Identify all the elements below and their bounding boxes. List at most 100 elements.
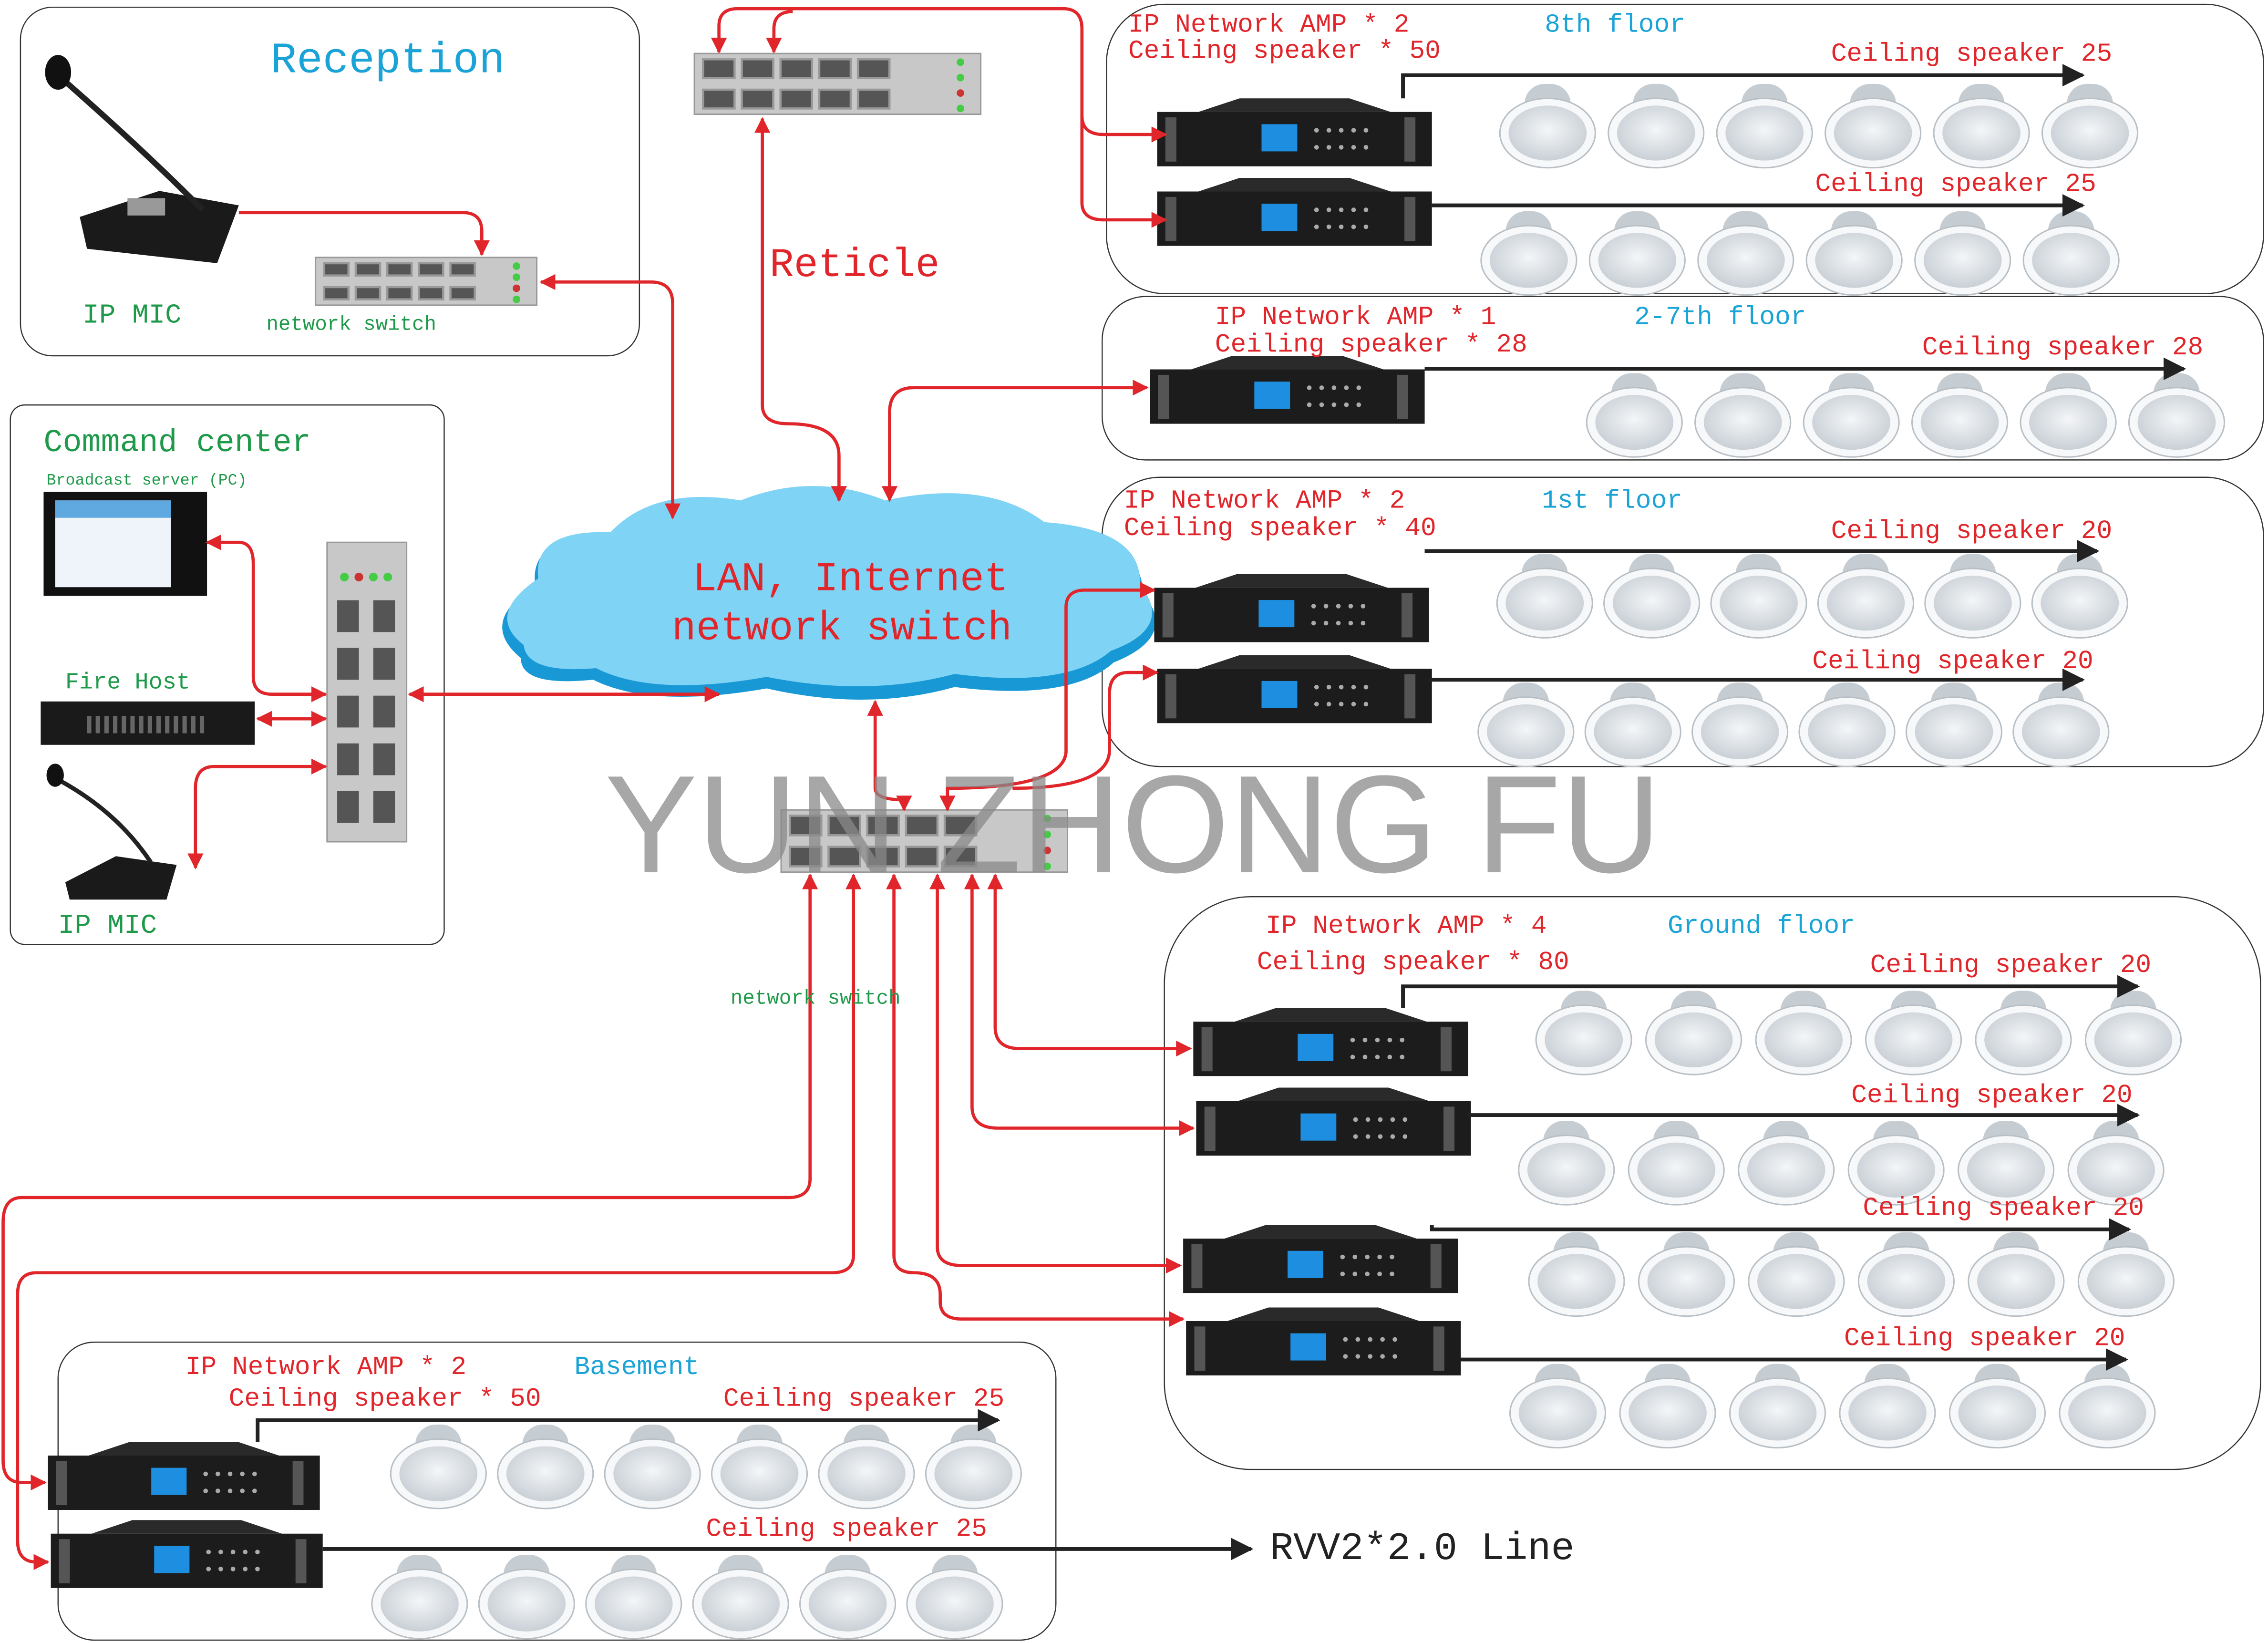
ip-microphone-icon [45, 55, 239, 263]
amp-display [151, 1467, 187, 1495]
floor-label: Ground floor [1668, 912, 1855, 941]
speaker-count-label: Ceiling speaker * 80 [1257, 948, 1569, 977]
speaker-row-label: Ceiling speaker 20 [1812, 647, 2093, 676]
speaker-count-label: Ceiling speaker * 50 [1128, 37, 1441, 66]
reception-switch-label: network switch [266, 313, 436, 336]
ceiling-speaker-icon [1798, 682, 1896, 767]
ceiling-speaker-icon [1803, 373, 1900, 458]
ceiling-speaker-icon [2041, 83, 2139, 169]
cloud-label-line2: network switch [672, 606, 1012, 651]
reticle-network-switch [693, 52, 982, 115]
amp-display [1258, 600, 1295, 628]
ceiling-speaker-icon [1710, 554, 1807, 639]
ceiling-speaker-icon [1905, 682, 2003, 767]
amp-count-label: IP Network AMP * 2 [1128, 11, 1410, 40]
ceiling-speaker-icon [799, 1555, 897, 1640]
network-connection [939, 582, 1156, 812]
ceiling-speaker-icon [1958, 1121, 2055, 1206]
ceiling-speaker-icon [1528, 1232, 1625, 1317]
ceiling-speaker-icon [1619, 1364, 1716, 1449]
ceiling-speaker-icon [2077, 1232, 2175, 1317]
amp-display [1254, 382, 1290, 409]
ceiling-speaker-icon [1588, 211, 1686, 296]
ceiling-speaker-icon [1477, 682, 1575, 767]
ceiling-speaker-icon [2020, 373, 2117, 458]
ceiling-speaker-icon [1729, 1364, 1826, 1449]
speaker-line [1401, 64, 2085, 99]
amp-display [154, 1546, 190, 1573]
network-connection [929, 873, 1182, 1274]
ceiling-speaker-icon [1805, 211, 1903, 296]
speaker-count-label: Ceiling speaker * 40 [1124, 514, 1436, 543]
ceiling-speaker-icon [1694, 373, 1792, 458]
amp-count-label: IP Network AMP * 2 [1124, 486, 1405, 516]
speaker-count-label: Ceiling speaker * 50 [229, 1385, 541, 1414]
ceiling-speaker-icon [906, 1555, 1003, 1640]
amp-display [1261, 124, 1298, 152]
central-switch-label: network switch [731, 987, 901, 1010]
ceiling-speaker-icon [1535, 991, 1632, 1075]
ip-network-amplifier [1157, 655, 1432, 723]
cloud-label-line1: LAN, Internet [692, 557, 1008, 602]
speaker-row-label: Ceiling speaker 28 [1922, 333, 2204, 362]
ip-network-amplifier [1186, 1307, 1461, 1375]
ip-network-amplifier [1196, 1087, 1471, 1156]
broadcast-server-label: Broadcast server (PC) [47, 472, 247, 490]
ceiling-speaker-icon [1603, 554, 1701, 639]
network-connection [187, 758, 328, 869]
ceiling-speaker-icon [1480, 211, 1577, 296]
fire-host-icon [41, 701, 255, 745]
network-connection [16, 873, 862, 1570]
floor-label: 2-7th floor [1634, 303, 1806, 332]
ip-network-amplifier [1157, 98, 1432, 166]
ceiling-speaker-icon [1975, 991, 2072, 1075]
network-connection [1080, 115, 1168, 228]
ceiling-speaker-icon [1948, 1364, 2046, 1449]
ceiling-speaker-icon [2128, 373, 2226, 458]
amp-count-label: IP Network AMP * 4 [1266, 912, 1547, 941]
reception-network-switch [315, 257, 538, 306]
command-network-switch [326, 541, 408, 843]
speaker-line [1401, 975, 2140, 1008]
amp-display [1298, 1033, 1334, 1061]
ceiling-speaker-icon [2031, 554, 2128, 639]
speaker-row-label: Ceiling speaker 25 [1831, 40, 2113, 69]
amp-display [1300, 1113, 1337, 1141]
ceiling-speaker-icon [1914, 211, 2011, 296]
central-network-switch [780, 809, 1069, 873]
reception-mic-label: IP MIC [82, 300, 181, 331]
ceiling-speaker-icon [1509, 1364, 1607, 1449]
reticle-label: Reticle [770, 243, 940, 289]
ceiling-speaker-icon [1968, 1232, 2065, 1317]
speaker-row-label: Ceiling speaker 20 [1844, 1324, 2125, 1353]
amp-display [1290, 1333, 1327, 1361]
ceiling-speaker-icon [2067, 1121, 2165, 1206]
ip-network-amplifier [1154, 574, 1429, 642]
ceiling-speaker-icon [1924, 554, 2021, 639]
network-connection [1012, 664, 1159, 790]
fire-host-label: Fire Host [65, 670, 190, 696]
command-mic-label: IP MIC [58, 910, 157, 941]
broadcast-server-pc-icon [43, 492, 207, 596]
network-connection [238, 211, 490, 257]
ip-network-amplifier [1183, 1225, 1458, 1293]
ceiling-speaker-icon [1584, 682, 1681, 767]
speaker-row-label: Ceiling speaker 20 [1870, 951, 2152, 980]
ip-network-amplifier [1193, 1008, 1468, 1076]
ceiling-speaker-icon [1697, 211, 1794, 296]
network-connection [881, 380, 1149, 502]
floor-label: 8th floor [1545, 11, 1685, 40]
ceiling-speaker-icon [1847, 1121, 1945, 1206]
ceiling-speaker-icon [1839, 1364, 1936, 1449]
network-connection [766, 10, 793, 54]
ceiling-speaker-icon [1933, 83, 2030, 169]
ceiling-speaker-icon [1496, 554, 1593, 639]
network-connection [964, 873, 1195, 1137]
ceiling-speaker-icon [1748, 1232, 1845, 1317]
ceiling-speaker-icon [1738, 1121, 1835, 1206]
speaker-row-label: Ceiling speaker 20 [1851, 1081, 2133, 1110]
speaker-row-label: Ceiling speaker 25 [723, 1385, 1005, 1414]
speaker-row-label: Ceiling speaker 20 [1863, 1194, 2144, 1223]
ceiling-speaker-icon [1518, 1121, 1615, 1206]
network-connection [754, 117, 847, 502]
